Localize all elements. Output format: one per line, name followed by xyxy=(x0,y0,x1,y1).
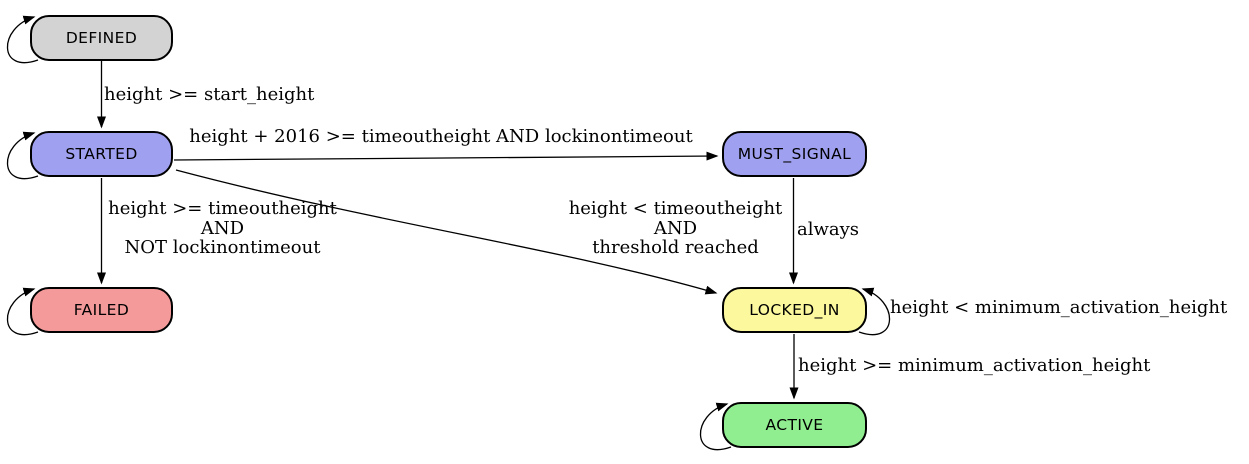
edge-started-to-locked-in xyxy=(175,169,718,295)
state-label-failed: FAILED xyxy=(73,301,130,319)
state-node-must-signal: MUST_SIGNAL xyxy=(722,131,867,177)
self-loop-failed xyxy=(6,287,39,336)
edge-label-started-to-failed: height >= timeoutheight AND NOT lockinon… xyxy=(100,199,345,258)
state-node-failed: FAILED xyxy=(30,287,173,333)
state-label-started: STARTED xyxy=(65,145,138,163)
edge-label-locked-in-self-loop: height < minimum_activation_height xyxy=(890,297,1228,318)
edge-label-started-to-locked-in: height < timeoutheight AND threshold rea… xyxy=(553,199,798,258)
edge-label-line: threshold reached xyxy=(592,237,759,258)
state-node-started: STARTED xyxy=(30,131,173,177)
state-node-defined: DEFINED xyxy=(30,15,173,61)
state-label-locked-in: LOCKED_IN xyxy=(749,301,840,319)
state-node-active: ACTIVE xyxy=(722,402,867,448)
self-loop-started xyxy=(6,131,39,180)
self-loop-defined xyxy=(6,15,39,64)
state-label-active: ACTIVE xyxy=(765,416,824,434)
edge-label-line: AND xyxy=(653,217,698,239)
self-loop-locked-in xyxy=(858,287,891,336)
self-loop-active xyxy=(699,402,732,451)
state-label-defined: DEFINED xyxy=(65,29,138,47)
edge-started-to-must-signal xyxy=(173,151,719,161)
edge-label-line: AND xyxy=(200,217,245,239)
edge-label-line: height >= timeoutheight xyxy=(108,198,337,219)
edge-label-must-signal-to-locked-in: always xyxy=(797,219,860,240)
edge-label-started-to-must-signal: height + 2016 >= timeoutheight AND locki… xyxy=(189,126,693,147)
edge-label-line: NOT lockinontimeout xyxy=(124,237,321,258)
state-label-must-signal: MUST_SIGNAL xyxy=(737,145,852,163)
edge-label-line: height < timeoutheight xyxy=(568,198,783,219)
state-node-locked-in: LOCKED_IN xyxy=(722,287,867,333)
edge-label-locked-in-to-active: height >= minimum_activation_height xyxy=(798,355,1151,376)
edge-label-defined-to-started: height >= start_height xyxy=(104,84,315,105)
